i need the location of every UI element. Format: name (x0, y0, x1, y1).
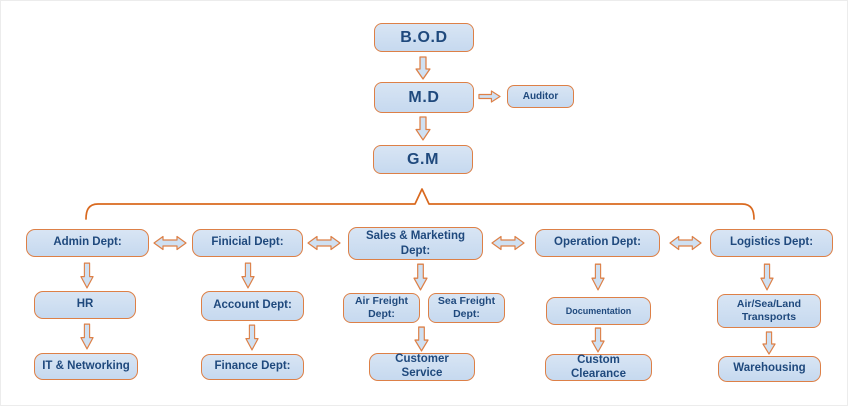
node-documentation: Documentation (546, 297, 651, 325)
down-arrow-icon (413, 263, 428, 291)
down-arrow-icon (414, 326, 429, 352)
node-air-freight-dept: Air Freight Dept: (343, 293, 420, 323)
node-account-dept: Account Dept: (201, 291, 304, 321)
node-customer-service: Customer Service (369, 353, 475, 381)
down-arrow-icon (80, 323, 94, 350)
node-sea-freight-dept: Sea Freight Dept: (428, 293, 505, 323)
node-it-networking: IT & Networking (34, 353, 138, 380)
node-custom-clearance: Custom Clearance (545, 354, 652, 381)
node-sales-marketing-dept: Sales & Marketing Dept: (348, 227, 483, 260)
node-gm: G.M (373, 145, 473, 174)
node-admin-dept: Admin Dept: (26, 229, 149, 257)
double-arrow-icon (307, 235, 341, 251)
node-md: M.D (374, 82, 474, 113)
down-arrow-icon (591, 327, 605, 353)
node-hr: HR (34, 291, 136, 319)
node-warehousing: Warehousing (718, 356, 821, 382)
node-bod: B.O.D (374, 23, 474, 52)
double-arrow-icon (669, 235, 702, 251)
node-finance-dept: Finance Dept: (201, 354, 304, 380)
double-arrow-icon (153, 235, 187, 251)
down-arrow-icon (762, 331, 776, 355)
double-arrow-icon (491, 235, 525, 251)
brace-connector (85, 188, 755, 220)
down-arrow-icon (241, 262, 255, 289)
down-arrow-icon (415, 56, 431, 80)
node-operation-dept: Operation Dept: (535, 229, 660, 257)
right-arrow-icon (478, 90, 501, 103)
node-logistics-dept: Logistics Dept: (710, 229, 833, 257)
node-finicial-dept: Finicial Dept: (192, 229, 303, 257)
down-arrow-icon (415, 116, 431, 141)
node-auditor: Auditor (507, 85, 574, 108)
down-arrow-icon (760, 263, 774, 291)
node-air-sea-land-transports: Air/Sea/Land Transports (717, 294, 821, 328)
down-arrow-icon (245, 324, 259, 351)
down-arrow-icon (80, 262, 94, 289)
down-arrow-icon (591, 263, 605, 291)
